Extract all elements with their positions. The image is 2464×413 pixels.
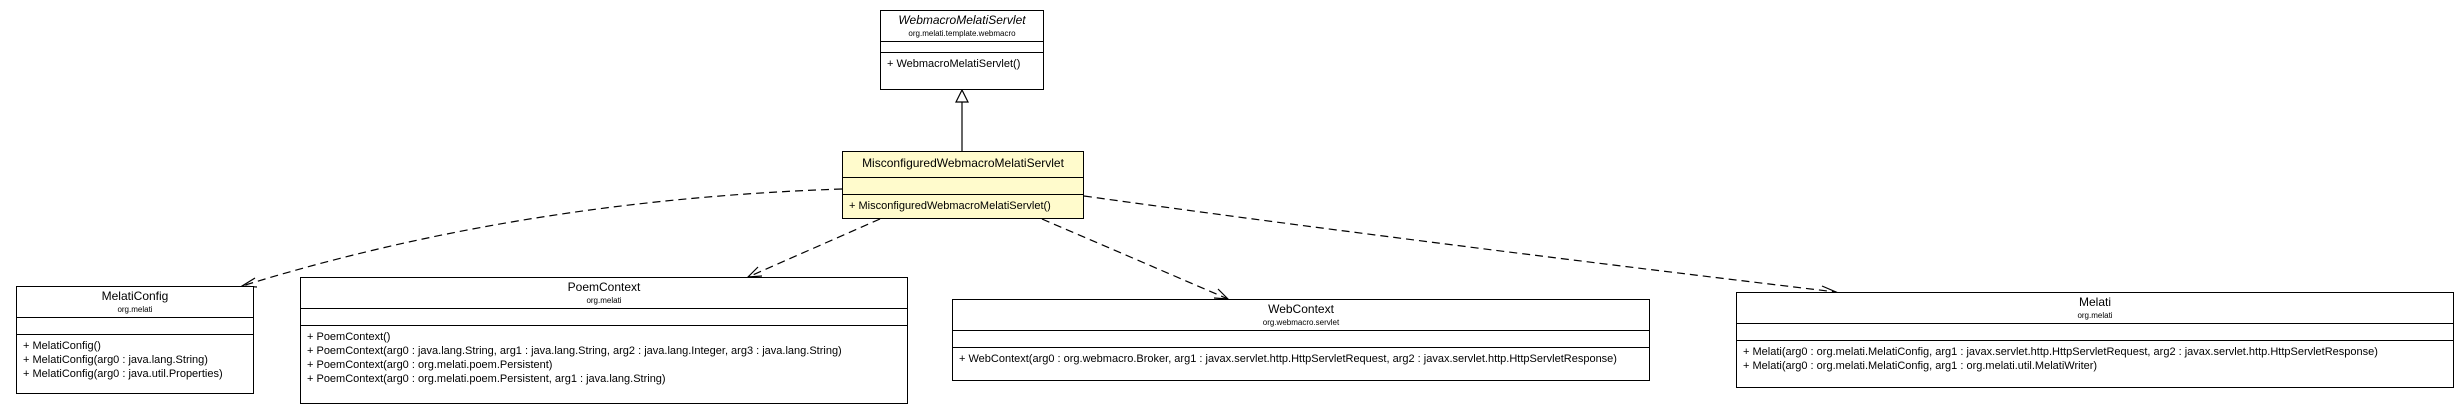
class-name: MelatiConfig bbox=[101, 289, 169, 303]
class-box-melaticonfig[interactable]: MelatiConfig org.melati + MelatiConfig()… bbox=[16, 286, 254, 394]
operation: + PoemContext() bbox=[307, 331, 391, 343]
operation: + PoemContext(arg0 : org.melati.poem.Per… bbox=[307, 359, 553, 371]
operation: + WebmacroMelatiServlet() bbox=[887, 58, 1021, 70]
package-name: org.melati bbox=[2077, 311, 2113, 320]
dependency-edge-poemcontext bbox=[746, 218, 881, 278]
operation: + MelatiConfig(arg0 : java.lang.String) bbox=[23, 354, 208, 366]
operation: + Melati(arg0 : org.melati.MelatiConfig,… bbox=[1743, 346, 2378, 358]
attributes-compartment bbox=[1737, 324, 2453, 341]
operation: + WebContext(arg0 : org.webmacro.Broker,… bbox=[959, 353, 1617, 365]
operation: + MisconfiguredWebmacroMelatiServlet() bbox=[849, 200, 1051, 212]
package-name: org.melati bbox=[586, 296, 622, 305]
attributes-compartment bbox=[953, 331, 1649, 348]
operations-compartment: + Melati(arg0 : org.melati.MelatiConfig,… bbox=[1737, 341, 2453, 377]
operations-compartment: + MelatiConfig() + MelatiConfig(arg0 : j… bbox=[17, 335, 253, 385]
class-name: Melati bbox=[2078, 295, 2111, 309]
operations-compartment: + WebmacroMelatiServlet() bbox=[881, 53, 1043, 75]
package-name: org.webmacro.servlet bbox=[1262, 318, 1340, 327]
class-name: WebContext bbox=[1268, 302, 1334, 316]
operations-compartment: + WebContext(arg0 : org.webmacro.Broker,… bbox=[953, 348, 1649, 370]
class-box-poemcontext[interactable]: PoemContext org.melati + PoemContext() +… bbox=[300, 277, 908, 404]
operation: + MelatiConfig() bbox=[23, 340, 101, 352]
operation: + MelatiConfig(arg0 : java.util.Properti… bbox=[23, 368, 223, 380]
class-header: WebmacroMelatiServlet org.melati.templat… bbox=[881, 11, 1043, 42]
dependency-edge-webcontext bbox=[1041, 218, 1230, 300]
dependency-edge-melati bbox=[1083, 195, 1838, 297]
operations-compartment: + PoemContext() + PoemContext(arg0 : jav… bbox=[301, 326, 907, 390]
class-header: MelatiConfig org.melati bbox=[17, 287, 253, 318]
class-header: MisconfiguredWebmacroMelatiServlet bbox=[843, 152, 1083, 178]
class-box-webmacromelatiservlet[interactable]: WebmacroMelatiServlet org.melati.templat… bbox=[880, 10, 1044, 90]
class-name: WebmacroMelatiServlet bbox=[898, 13, 1026, 27]
package-name: org.melati bbox=[117, 305, 153, 314]
class-header: WebContext org.webmacro.servlet bbox=[953, 300, 1649, 331]
attributes-compartment bbox=[843, 178, 1083, 195]
operations-compartment: + MisconfiguredWebmacroMelatiServlet() bbox=[843, 195, 1083, 217]
package-name: org.melati.template.webmacro bbox=[908, 29, 1016, 38]
attributes-compartment bbox=[17, 318, 253, 335]
attributes-compartment bbox=[301, 309, 907, 326]
operation: + PoemContext(arg0 : org.melati.poem.Per… bbox=[307, 373, 666, 385]
class-box-melati[interactable]: Melati org.melati + Melati(arg0 : org.me… bbox=[1736, 292, 2454, 388]
class-header: PoemContext org.melati bbox=[301, 278, 907, 309]
class-name: MisconfiguredWebmacroMelatiServlet bbox=[862, 156, 1064, 170]
class-box-webcontext[interactable]: WebContext org.webmacro.servlet + WebCon… bbox=[952, 299, 1650, 381]
attributes-compartment bbox=[881, 42, 1043, 53]
class-name: PoemContext bbox=[567, 280, 641, 294]
class-box-misconfiguredwebmacromelatiservlet[interactable]: MisconfiguredWebmacroMelatiServlet + Mis… bbox=[842, 151, 1084, 219]
class-header: Melati org.melati bbox=[1737, 293, 2453, 324]
operation: + PoemContext(arg0 : java.lang.String, a… bbox=[307, 345, 842, 357]
generalization-edge bbox=[955, 88, 969, 151]
operation: + Melati(arg0 : org.melati.MelatiConfig,… bbox=[1743, 360, 2098, 372]
generalization-arrowhead bbox=[955, 88, 969, 103]
